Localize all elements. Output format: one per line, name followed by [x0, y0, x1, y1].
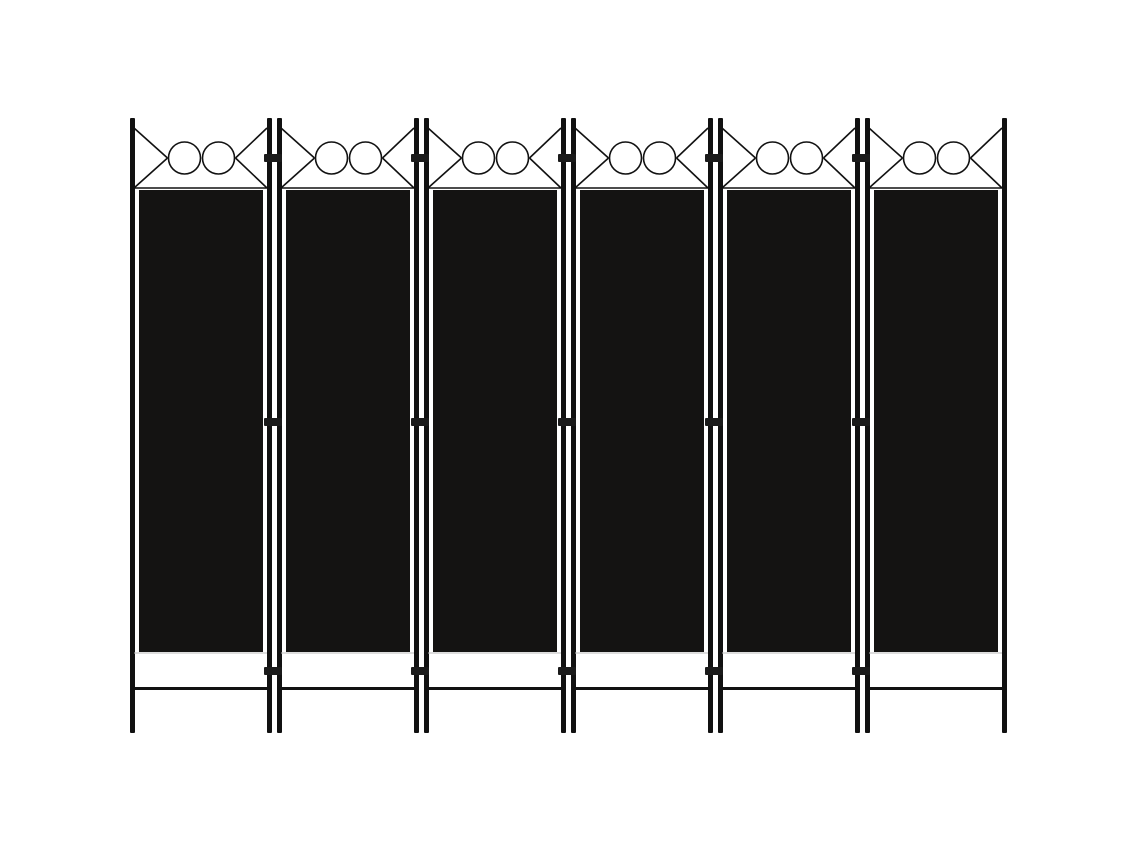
ornament-circle: [461, 141, 496, 175]
ornament-wire: [280, 127, 316, 159]
lower-crossbar: [281, 687, 414, 690]
fabric-panel: [433, 190, 557, 652]
frame-post-left: [130, 118, 135, 733]
ornament-wire: [234, 157, 268, 189]
hinge: [558, 154, 576, 162]
hinge: [264, 667, 282, 675]
ornament-wire: [675, 127, 709, 159]
hinge: [411, 154, 429, 162]
hinge: [558, 418, 576, 426]
fabric-panel: [580, 190, 704, 652]
ornament-wire: [721, 157, 757, 189]
frame-post-right: [1002, 118, 1007, 733]
hinge: [264, 418, 282, 426]
hinge: [264, 154, 282, 162]
hinge: [411, 418, 429, 426]
hinge: [852, 154, 870, 162]
ornament-circle: [167, 141, 202, 175]
ornament-circle: [902, 141, 937, 175]
ornament-wire: [280, 157, 316, 189]
ornament-wire: [969, 127, 1003, 159]
ornament-wire: [427, 127, 463, 159]
ornament-circle: [201, 141, 236, 175]
ornament-wire: [427, 157, 463, 189]
hinge: [852, 418, 870, 426]
hinge: [852, 667, 870, 675]
ornament-wire: [969, 157, 1003, 189]
ornament-wire: [675, 157, 709, 189]
lower-crossbar: [722, 687, 855, 690]
ornament-wire: [528, 127, 562, 159]
ornament-wire: [381, 157, 415, 189]
ornament-wire: [868, 157, 904, 189]
ornament-circle: [495, 141, 530, 175]
ornament-wire: [574, 127, 610, 159]
ornament-wire: [721, 127, 757, 159]
ornament-wire: [822, 127, 856, 159]
hinge: [705, 418, 723, 426]
ornament-wire: [868, 127, 904, 159]
ornament-wire: [574, 157, 610, 189]
lower-crossbar: [134, 687, 267, 690]
ornament-wire: [133, 157, 169, 189]
fabric-panel: [139, 190, 263, 652]
divider-panels: [130, 118, 1007, 733]
hinge: [705, 154, 723, 162]
hinge: [705, 667, 723, 675]
ornament-circle: [642, 141, 677, 175]
lower-crossbar: [575, 687, 708, 690]
ornament-circle: [348, 141, 383, 175]
ornament-wire: [234, 127, 268, 159]
hinge: [558, 667, 576, 675]
lower-crossbar: [428, 687, 561, 690]
ornament-wire: [528, 157, 562, 189]
ornament-wire: [381, 127, 415, 159]
ornament-circle: [314, 141, 349, 175]
fabric-panel: [286, 190, 410, 652]
ornament-wire: [822, 157, 856, 189]
fabric-panel: [874, 190, 998, 652]
hinge: [411, 667, 429, 675]
ornament-circle: [608, 141, 643, 175]
ornament-circle: [755, 141, 790, 175]
ornament-circle: [936, 141, 971, 175]
ornament-circle: [789, 141, 824, 175]
ornament-wire: [133, 127, 169, 159]
fabric-panel: [727, 190, 851, 652]
lower-crossbar: [869, 687, 1002, 690]
